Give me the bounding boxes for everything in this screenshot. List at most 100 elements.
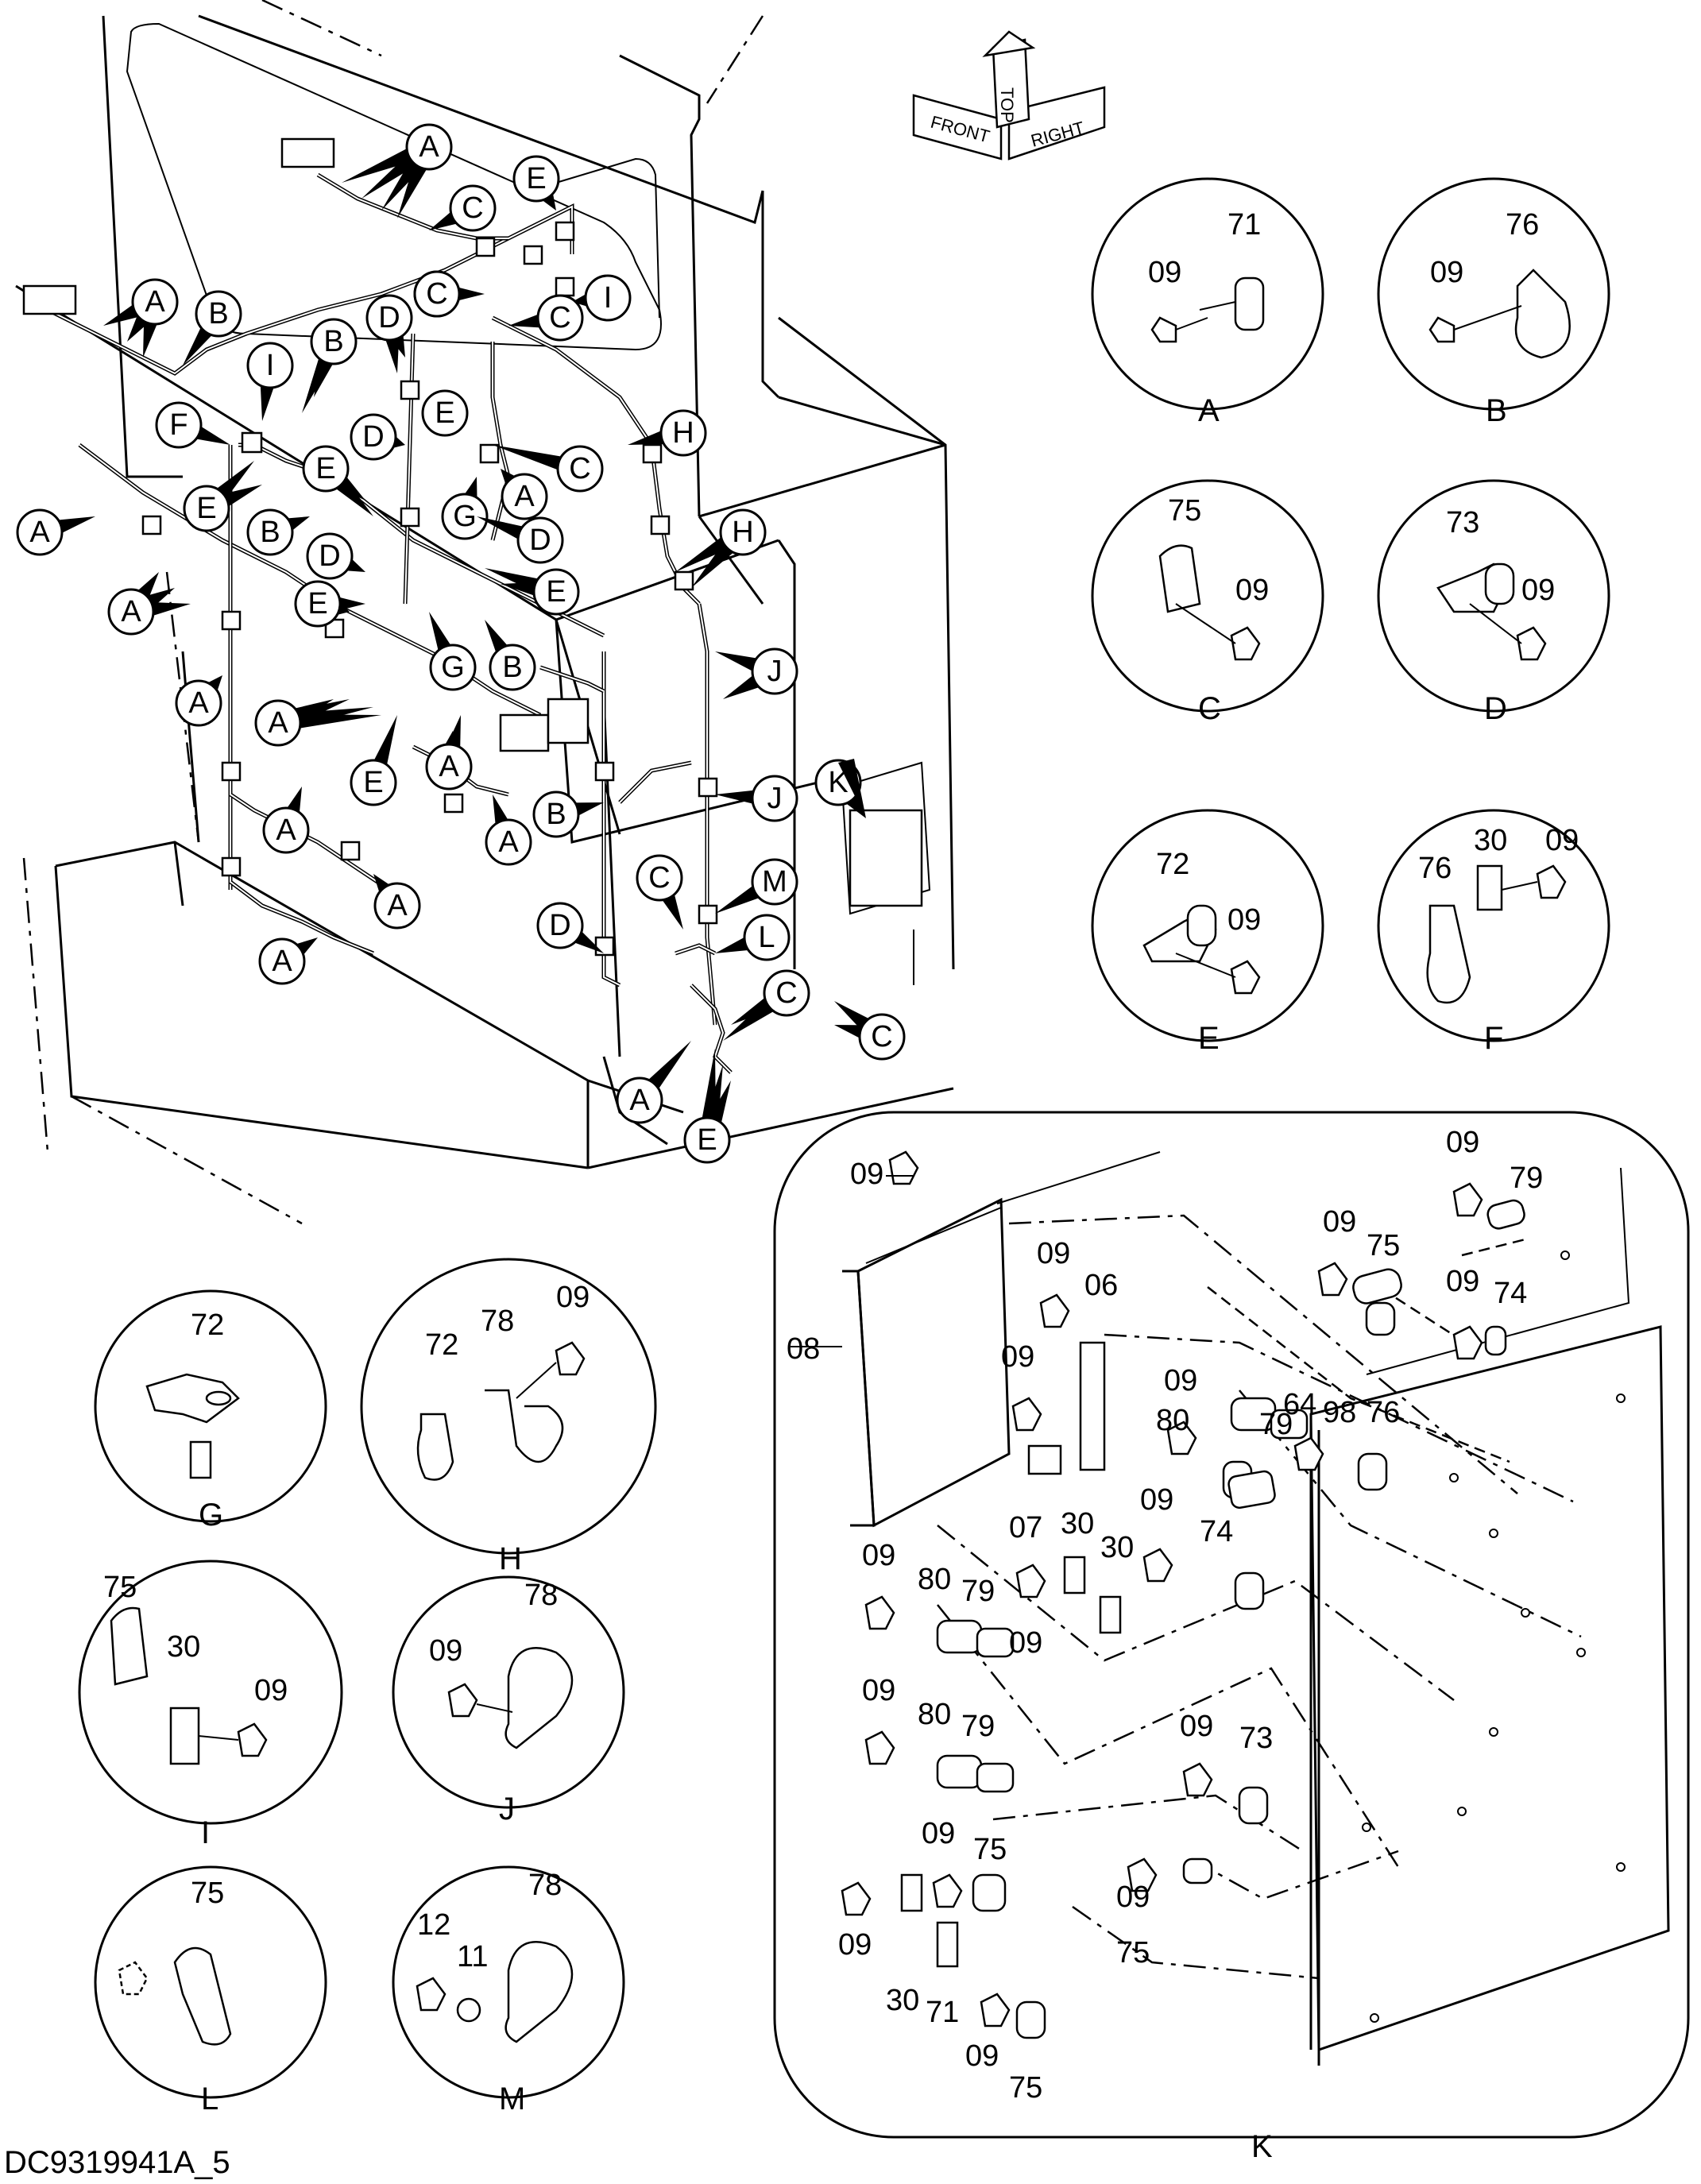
part-label: 80 — [1156, 1404, 1189, 1437]
callout-letter: C — [871, 1020, 892, 1053]
callout-circle — [306, 532, 354, 580]
callout-circle — [751, 858, 798, 906]
part-label: 09 — [1037, 1237, 1070, 1270]
callout-circle — [636, 854, 683, 902]
part-label: 75 — [103, 1571, 137, 1604]
part-label: 09 — [1001, 1340, 1034, 1374]
callout-circle — [425, 743, 473, 790]
callout-leader — [493, 794, 509, 826]
callout-circle — [254, 699, 302, 747]
callout-circle — [489, 644, 536, 691]
detail-view-g: 72 G — [94, 1289, 327, 1533]
callout-leader — [296, 714, 381, 729]
harness-clamps — [22, 137, 923, 957]
callout-circle — [131, 278, 179, 326]
callout-leader — [834, 1025, 865, 1039]
part-label: 72 — [1156, 848, 1189, 881]
part-label: 80 — [918, 1698, 951, 1731]
callout-h: H — [675, 508, 767, 588]
callout-leader — [302, 356, 333, 413]
callout-m: M — [715, 858, 798, 914]
callout-letter: A — [188, 686, 209, 720]
part-label: 71 — [1227, 208, 1261, 242]
part-label: 79 — [961, 1575, 995, 1608]
callout-letter: B — [208, 297, 228, 330]
part-label: 30 — [1100, 1531, 1134, 1564]
callout-letter: G — [453, 500, 477, 533]
callout-letter: I — [266, 349, 275, 382]
callout-l: L — [715, 914, 791, 961]
detail-letter-f: F — [1484, 1021, 1503, 1056]
part-label: 79 — [1510, 1162, 1543, 1195]
callout-leader — [723, 674, 761, 699]
callout-d: D — [350, 413, 405, 461]
part-label: 78 — [481, 1305, 514, 1338]
callout-circle — [536, 294, 584, 342]
callout-letter: A — [29, 516, 50, 549]
callout-letter: A — [121, 595, 141, 628]
callout-letter: E — [307, 587, 327, 620]
detail-letter-j: J — [499, 1792, 515, 1826]
callout-letter: E — [697, 1123, 717, 1157]
callout-leader — [508, 313, 543, 328]
callout-leader — [194, 425, 230, 445]
callout-leader — [373, 715, 397, 767]
part-label: 09 — [1164, 1364, 1197, 1397]
part-label: 09 — [838, 1928, 872, 1962]
callout-circle — [516, 516, 564, 564]
callout-letter: C — [648, 861, 670, 895]
callout-letter: A — [629, 1084, 650, 1117]
callout-letter: M — [762, 865, 787, 899]
callout-circle — [413, 270, 461, 318]
part-label: 09 — [922, 1817, 955, 1850]
callout-circle — [183, 485, 230, 532]
detail-letter-l: L — [201, 2082, 218, 2116]
callout-leader — [540, 191, 556, 211]
part-label: 09 — [254, 1674, 288, 1707]
callout-letter: D — [362, 420, 384, 454]
callout-leader — [485, 620, 509, 655]
callout-letter: C — [775, 976, 797, 1010]
part-label: 73 — [1239, 1722, 1273, 1755]
part-label: 09 — [1446, 1265, 1479, 1298]
callout-circle — [441, 493, 489, 540]
callout-b: B — [183, 290, 242, 365]
callout-letter: B — [323, 325, 343, 358]
part-label: 74 — [1200, 1515, 1233, 1548]
callout-letter: D — [378, 301, 400, 334]
detail-letter-h: H — [499, 1541, 522, 1576]
bracket-06 — [1079, 1341, 1106, 1471]
callout-letter: H — [672, 416, 694, 450]
callout-e: E — [512, 155, 560, 211]
callout-a: A — [342, 123, 453, 218]
callout-letter: D — [529, 524, 551, 557]
part-label: 30 — [167, 1630, 200, 1664]
callout-g: G — [441, 477, 489, 540]
part-label: 09 — [1140, 1483, 1173, 1517]
detail-view-b: 09 76 B — [1377, 177, 1610, 428]
part-label: 09 — [1227, 903, 1261, 937]
part-label: 09 — [1446, 1126, 1479, 1159]
detail-letter-c: C — [1198, 691, 1221, 726]
callout-circle — [16, 508, 64, 556]
detail-view-j: 78 09 J — [392, 1575, 625, 1826]
detail-letter-m: M — [499, 2082, 525, 2116]
callout-c: C — [429, 184, 497, 232]
callout-circle — [751, 775, 798, 822]
callout-e: E — [302, 445, 373, 516]
callout-i: I — [246, 342, 294, 421]
part-label: 78 — [528, 1869, 562, 1902]
detail-letter-k: K — [1251, 2129, 1273, 2164]
callout-d: D — [365, 294, 413, 373]
callout-circle — [584, 274, 632, 322]
callout-leader — [477, 516, 525, 540]
callout-e: E — [485, 568, 580, 616]
detail-views: 09 71 A 09 76 B 75 09 C — [78, 177, 1610, 2116]
callout-leader — [342, 147, 414, 183]
callout-circle — [302, 445, 350, 493]
part-label: 06 — [1084, 1269, 1118, 1302]
part-label: 98 — [1323, 1396, 1356, 1429]
diagram-code: DC9319941A_5 — [4, 2145, 230, 2180]
callout-leader — [429, 612, 452, 653]
part-label: 09 — [556, 1281, 590, 1314]
